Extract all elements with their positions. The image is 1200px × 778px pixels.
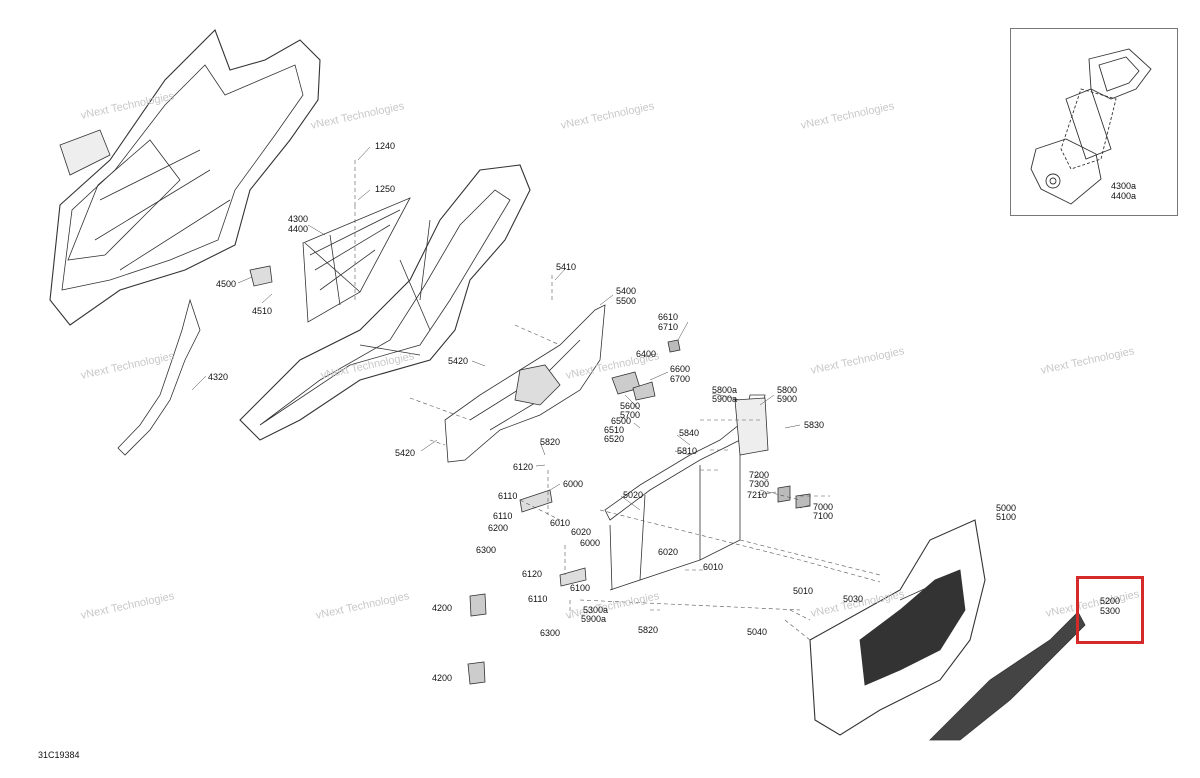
diagram-reference-code: 31C19384 xyxy=(38,750,80,760)
part-callout: 6010 xyxy=(550,518,571,528)
part-callout: 6110 xyxy=(498,491,518,501)
part-callout: 5300 xyxy=(1100,606,1121,616)
inset-label: 4400a xyxy=(1111,191,1137,201)
part-callout: 6300 xyxy=(476,545,497,555)
part-callout: 1250 xyxy=(375,184,396,194)
part-callout: 6120 xyxy=(513,462,534,472)
inset-strap-drawing xyxy=(1030,48,1152,205)
part-callout: 5200 xyxy=(1100,596,1121,606)
part-callout: 5410 xyxy=(556,262,577,272)
part-callout: 4400 xyxy=(288,224,309,234)
part-callout: 4320 xyxy=(208,372,229,382)
part-callout: 5100 xyxy=(996,512,1017,522)
part-callout: 6000 xyxy=(580,538,601,548)
part-callout: 5900a xyxy=(712,394,738,404)
part-callout: 4500 xyxy=(216,279,237,289)
part-callout: 7300 xyxy=(749,479,770,489)
part-callout: 6100 xyxy=(570,583,591,593)
part-callout: 4200 xyxy=(432,603,453,613)
part-callout: 5840 xyxy=(679,428,700,438)
part-callout: 4510 xyxy=(252,306,273,316)
part-callout: 1240 xyxy=(375,141,396,151)
part-callout: 6520 xyxy=(604,434,625,444)
part-callout: 6710 xyxy=(658,322,679,332)
part-callout: 6700 xyxy=(670,374,691,384)
part-callout: 5400 xyxy=(616,286,637,296)
part-callout: 6600 xyxy=(670,364,691,374)
part-callout: 7000 xyxy=(813,502,834,512)
part-callout: 5300a xyxy=(583,605,609,615)
part-callout: 6610 xyxy=(658,312,679,322)
inset-label: 4300a xyxy=(1111,181,1137,191)
part-callout: 5820 xyxy=(540,437,561,447)
part-callout: 5820 xyxy=(638,625,659,635)
part-callout: 6110 xyxy=(528,594,548,604)
part-callout: 7100 xyxy=(813,511,834,521)
part-callout: 6200 xyxy=(488,523,509,533)
part-callout: 5800 xyxy=(777,385,798,395)
part-callout: 6300 xyxy=(540,628,561,638)
part-callout: 5010 xyxy=(793,586,814,596)
part-callout: 4200 xyxy=(432,673,453,683)
part-callout: 6400 xyxy=(636,349,657,359)
part-callout: 5000 xyxy=(996,503,1017,513)
part-callout: 5830 xyxy=(804,420,825,430)
part-callout: 5800a xyxy=(712,385,738,395)
part-callout: 6000 xyxy=(563,479,584,489)
part-callout: 6020 xyxy=(571,527,592,537)
highlight-box xyxy=(1076,576,1144,644)
part-callout: 5420 xyxy=(448,356,469,366)
part-callout: 7200 xyxy=(749,470,770,480)
part-callout: 5600 xyxy=(620,401,641,411)
part-callout: 5020 xyxy=(623,490,644,500)
part-callout: 6500 xyxy=(611,416,632,426)
part-callout: 6010 xyxy=(703,562,724,572)
inset-detail: 4300a 4400a xyxy=(1010,28,1178,216)
part-callout: 5030 xyxy=(843,594,864,604)
part-callout: 6120 xyxy=(522,569,543,579)
part-callout: 5420 xyxy=(395,448,416,458)
part-callout: 5900 xyxy=(777,394,798,404)
part-callout: 6510 xyxy=(604,425,625,435)
part-callout: 6020 xyxy=(658,547,679,557)
part-callout: 5040 xyxy=(747,627,768,637)
part-callout: 4300 xyxy=(288,214,309,224)
part-callout: 6110 xyxy=(493,511,513,521)
part-callout: 5810 xyxy=(677,446,698,456)
part-callout: 5500 xyxy=(616,296,637,306)
part-callout: 5900a xyxy=(581,614,607,624)
part-callout: 5700 xyxy=(620,410,641,420)
part-callout: 7210 xyxy=(747,490,768,500)
